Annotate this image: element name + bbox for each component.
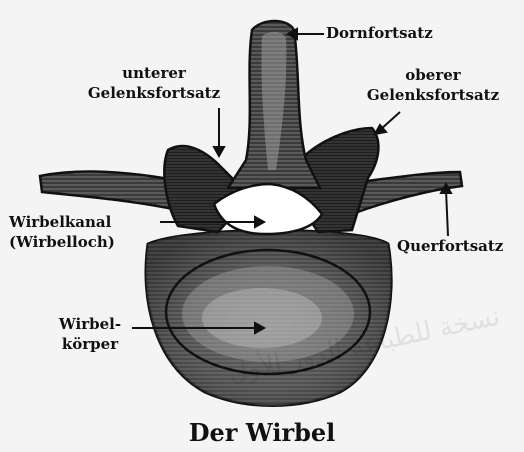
label-wirbelkanal-line-1: Wirbelkanal <box>9 212 115 232</box>
label-unterer-gelenksfortsatz: unterer Gelenksfortsatz <box>70 63 238 103</box>
label-oberer-gelenksfortsatz: oberer Gelenksfortsatz <box>353 65 513 105</box>
label-querfortsatz: Querfortsatz <box>397 236 503 256</box>
label-wirbelkoerper: Wirbel- körper <box>50 314 130 354</box>
label-unterer-line-1: unterer <box>70 63 238 83</box>
label-wirbelkanal-line-2: (Wirbelloch) <box>9 232 115 252</box>
label-unterer-line-2: Gelenksfortsatz <box>70 83 238 103</box>
label-dornfortsatz: Dornfortsatz <box>326 23 433 43</box>
label-wirbelkoerper-line-1: Wirbel- <box>50 314 130 334</box>
label-wirbelkoerper-line-2: körper <box>50 334 130 354</box>
label-oberer-line-1: oberer <box>353 65 513 85</box>
label-wirbelkanal: Wirbelkanal (Wirbelloch) <box>9 212 115 252</box>
label-oberer-line-2: Gelenksfortsatz <box>353 85 513 105</box>
diagram-title: Der Wirbel <box>0 418 524 447</box>
